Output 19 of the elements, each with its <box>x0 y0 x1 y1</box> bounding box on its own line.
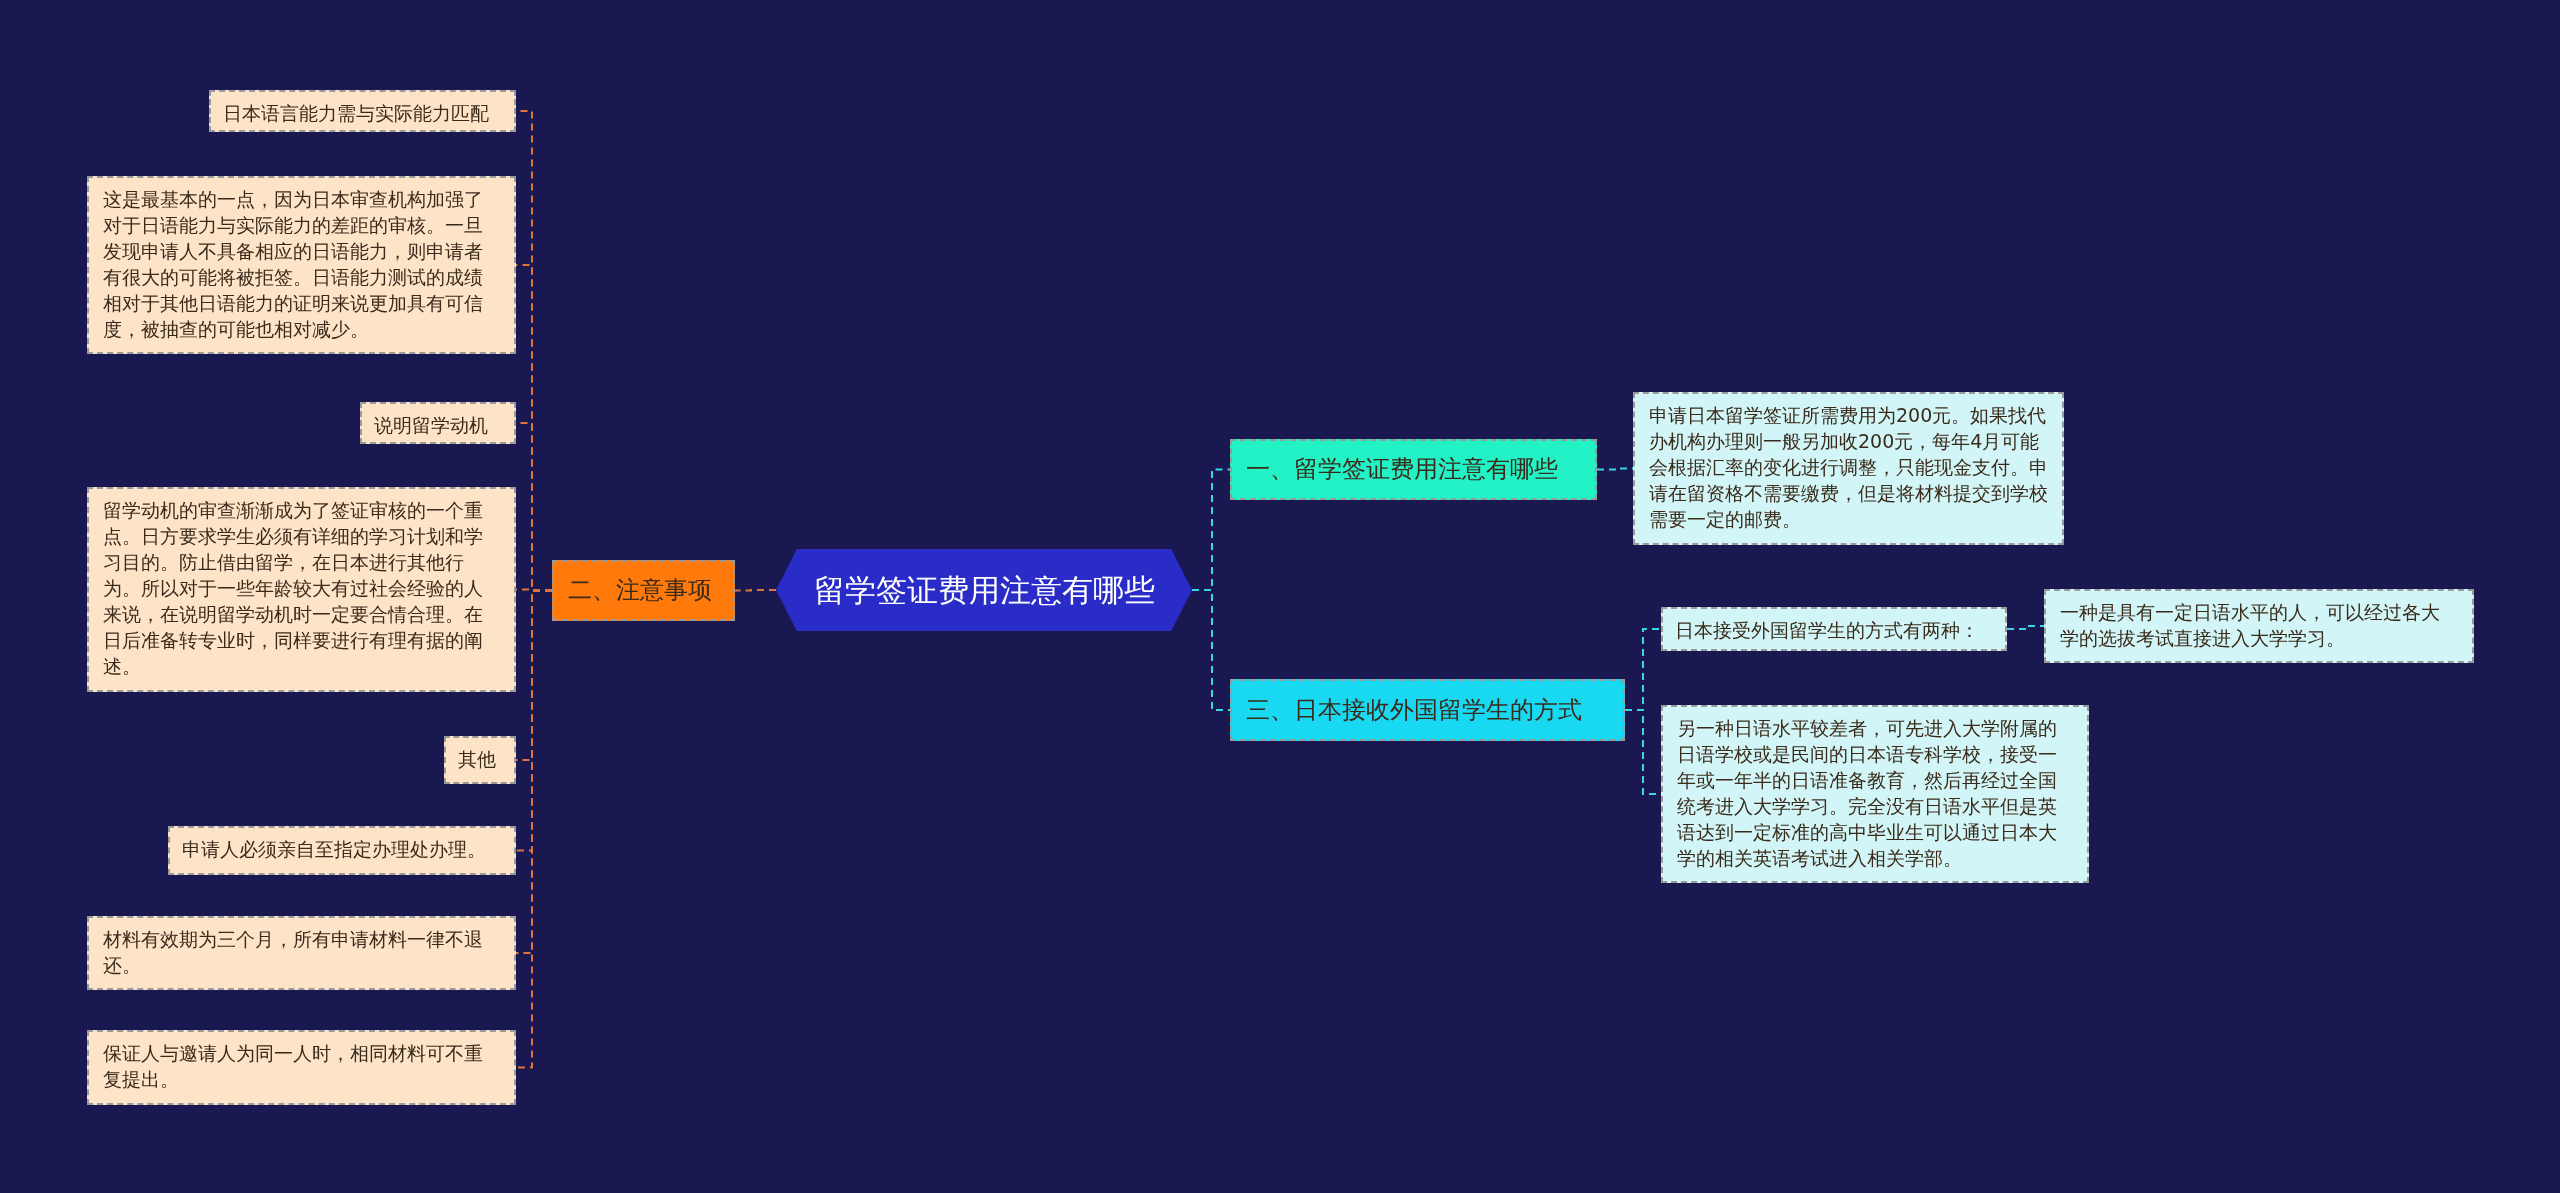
note-box: 说明留学动机 <box>360 402 516 444</box>
topic-box: 一、留学签证费用注意有哪些 <box>1230 439 1597 500</box>
connector-line <box>1191 589 1231 711</box>
topic-box: 三、日本接收外国留学生的方式 <box>1230 679 1625 741</box>
note-box: 一种是具有一定日语水平的人，可以经过各大学的选拔考试直接进入大学学习。 <box>2044 589 2474 663</box>
note-box: 材料有效期为三个月，所有申请材料一律不退还。 <box>87 916 516 990</box>
connector-line <box>2006 625 2045 630</box>
note-box: 这是最基本的一点，因为日本审查机构加强了对于日语能力与实际能力的差距的审核。一旦发现申请人不具备相应的日语能力，则申请者有很大的可能将被拒签。日语能力测试的成绩相对于其他日语能力的证明来说更加具有可信度，被抽查的可能也相对减少。 <box>87 176 516 354</box>
note-box: 日本语言能力需与实际能力匹配 <box>209 90 516 132</box>
note-box: 另一种日语水平较差者，可先进入大学附属的日语学校或是民间的日本语专科学校，接受一年或一年半的日语准备教育，然后再经过全国统考进入大学学习。完全没有日语水平但是英语达到一定标准的高中毕业生可以通过日本大学的相关英语考试进入相关学部。 <box>1661 705 2089 883</box>
central-topic: 留学签证费用注意有哪些 <box>776 549 1192 631</box>
note-box: 日本接受外国留学生的方式有两种： <box>1661 607 2007 651</box>
note-box: 申请人必须亲自至指定办理处办理。 <box>168 826 516 875</box>
note-box: 保证人与邀请人为同一人时，相同材料可不重复提出。 <box>87 1030 516 1105</box>
connector-line <box>734 589 777 592</box>
note-box: 其他 <box>444 736 516 784</box>
note-box: 留学动机的审查渐渐成为了签证审核的一个重点。日方要求学生必须有详细的学习计划和学习目的。防止借由留学，在日本进行其他行为。所以对于一些年龄较大有过社会经验的人来说，在说明留学动机时一定要合情合理。在日后准备转专业时，同样要进行有理有据的阐述。 <box>87 487 516 692</box>
note-box: 申请日本留学签证所需费用为200元。如果找代办机构办理则一般另加收200元，每年4月可能会根据汇率的变化进行调整，只能现金支付。申请在留资格不需要缴费，但是将材料提交到学校需要一定的邮费。 <box>1633 392 2064 545</box>
topic-box: 二、注意事项 <box>552 560 735 621</box>
